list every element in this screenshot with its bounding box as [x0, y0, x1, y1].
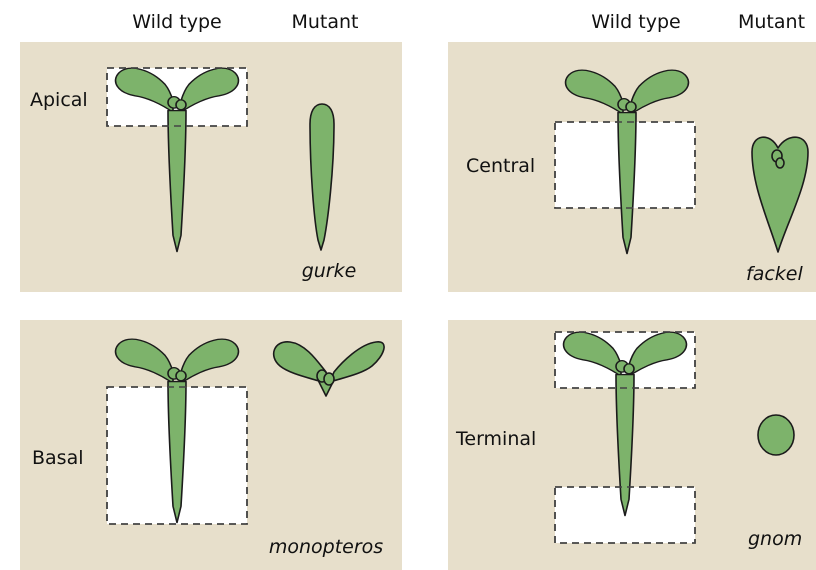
- region-label-central: Central: [466, 155, 535, 177]
- header-mutant-right: Mutant: [738, 11, 805, 33]
- panel-basal: Basal monopteros: [20, 320, 402, 570]
- region-label-terminal: Terminal: [455, 428, 536, 450]
- header-mutant-left: Mutant: [291, 11, 358, 33]
- mutant-name-monopteros: monopteros: [269, 536, 383, 558]
- header-wild-type-left: Wild type: [132, 11, 221, 33]
- mutant-name-fackel: fackel: [746, 263, 803, 285]
- gnom-mutant-seedling: [758, 415, 794, 455]
- header-wild-type-right: Wild type: [591, 11, 680, 33]
- mutant-name-gnom: gnom: [748, 528, 802, 550]
- mutant-name-gurke: gurke: [302, 260, 357, 282]
- panel-central: Central fackel: [448, 42, 816, 292]
- fackel-apex-bud-small: [776, 158, 784, 168]
- region-label-apical: Apical: [30, 89, 88, 111]
- panel-terminal: Terminal gnom: [448, 320, 816, 570]
- region-label-basal: Basal: [32, 447, 84, 469]
- panel-apical: Apical gurke: [20, 42, 402, 292]
